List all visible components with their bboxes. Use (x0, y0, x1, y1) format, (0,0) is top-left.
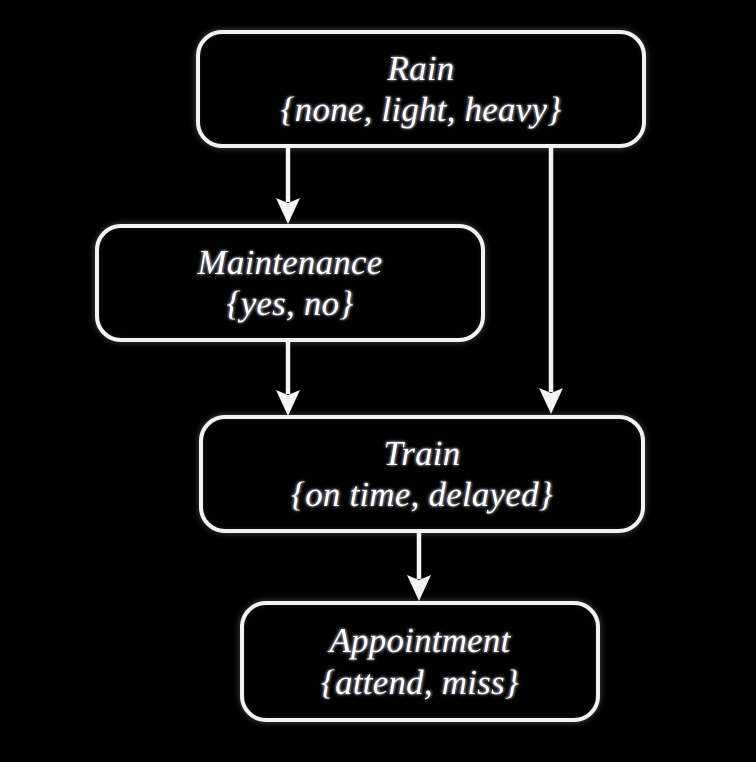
arrowhead-icon (276, 198, 300, 224)
arrowhead-icon (539, 388, 563, 414)
node-maintenance-states: {yes, no} (226, 284, 354, 323)
edge-maintenance-to-train (268, 340, 308, 418)
edge-rain-to-maintenance (268, 146, 308, 226)
node-rain-states: {none, light, heavy} (280, 90, 562, 129)
node-appointment-name: Appointment (329, 621, 511, 661)
node-train[interactable]: Train {on time, delayed} (199, 415, 645, 533)
arrowhead-icon (276, 390, 300, 416)
node-train-name: Train (383, 433, 461, 473)
node-appointment[interactable]: Appointment {attend, miss} (240, 601, 600, 722)
arrowhead-icon (407, 575, 431, 601)
node-appointment-states: {attend, miss} (320, 662, 520, 702)
node-maintenance-name: Maintenance (197, 242, 383, 282)
edge-train-to-appointment (399, 531, 439, 603)
node-rain-name: Rain (387, 48, 455, 88)
edge-rain-to-train (531, 146, 571, 416)
node-train-states: {on time, delayed} (291, 475, 553, 514)
node-rain[interactable]: Rain {none, light, heavy} (196, 30, 646, 148)
node-maintenance[interactable]: Maintenance {yes, no} (95, 224, 485, 342)
